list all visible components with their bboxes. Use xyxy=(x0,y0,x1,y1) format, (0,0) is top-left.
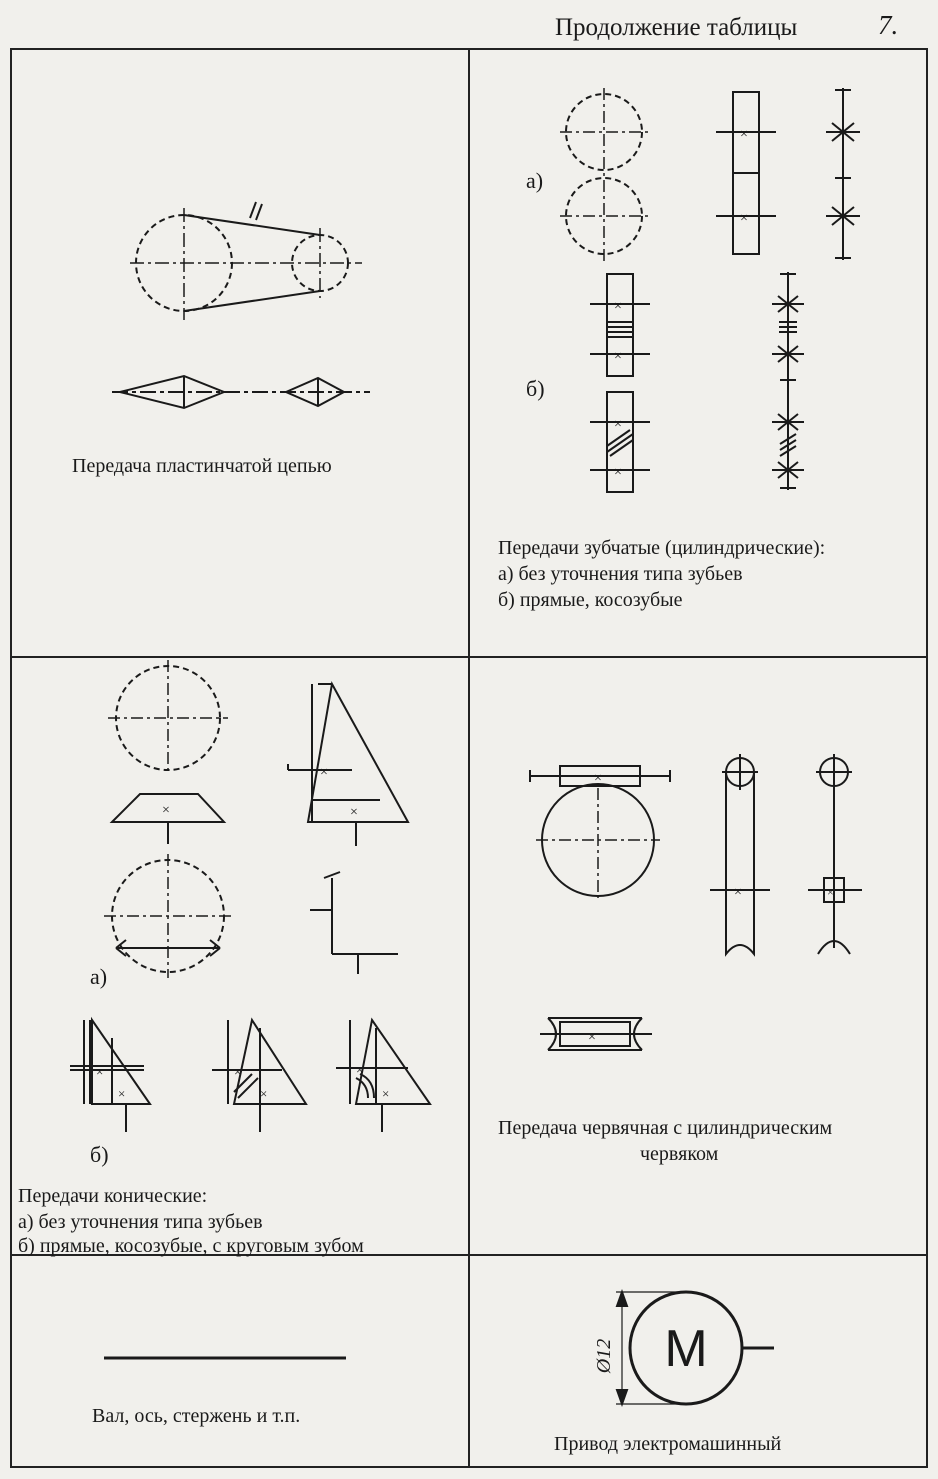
cell-spur-gears: × × × × × xyxy=(470,50,926,656)
cell-shaft: Вал, ось, стержень и т.п. xyxy=(12,1256,468,1466)
svg-text:×: × xyxy=(734,885,742,900)
cell-plate-chain: Передача пластинчатой цепью xyxy=(12,50,468,656)
svg-text:×: × xyxy=(740,127,748,142)
worm-caption-line-1: Передача червячная с цилиндрическим xyxy=(498,1117,833,1139)
svg-text:×: × xyxy=(594,771,602,786)
spur-caption-line-1: Передачи зубчатые (цилиндрические): xyxy=(498,537,826,559)
column-divider xyxy=(468,50,470,1466)
bevel-caption-line-1: Передачи конические: xyxy=(18,1185,208,1207)
svg-text:×: × xyxy=(614,465,622,480)
shaft-caption: Вал, ось, стержень и т.п. xyxy=(92,1405,301,1427)
spur-caption-line-2: а) без уточнения типа зубьев xyxy=(498,563,743,585)
svg-text:×: × xyxy=(614,349,622,364)
spur-caption-line-3: б) прямые, косозубые xyxy=(498,589,683,611)
motor-drawing: М Ø12 xyxy=(593,1289,774,1407)
page-title: Продолжение таблицы xyxy=(555,14,798,41)
worm-caption-line-2: червяком xyxy=(640,1143,719,1165)
plate-chain-caption: Передача пластинчатой цепью xyxy=(72,455,332,477)
row-divider-1 xyxy=(12,656,926,658)
svg-text:×: × xyxy=(382,1086,389,1101)
svg-text:×: × xyxy=(162,803,170,818)
svg-text:×: × xyxy=(320,765,328,780)
svg-text:×: × xyxy=(350,805,358,820)
motor-caption: Привод электромашинный xyxy=(554,1433,782,1455)
bevel-label-b: б) xyxy=(90,1142,109,1167)
bevel-gears-drawing: × × × xyxy=(70,660,432,1132)
svg-text:×: × xyxy=(96,1064,103,1079)
symbols-table: Передача пластинчатой цепью × × xyxy=(10,48,928,1468)
spur-label-a: а) xyxy=(526,168,544,193)
svg-text:×: × xyxy=(118,1086,125,1101)
bevel-label-a: а) xyxy=(90,964,108,989)
bevel-caption-line-3: б) прямые, косозубые, с круговым зубом xyxy=(18,1235,364,1257)
motor-dimension: Ø12 xyxy=(593,1339,615,1374)
svg-text:×: × xyxy=(356,1062,363,1077)
worm-gear-drawing: × × × × xyxy=(529,754,862,1051)
cell-motor: М Ø12 Привод электромашинный xyxy=(470,1256,926,1466)
cell-bevel-gears: × × × xyxy=(12,658,468,1257)
cell-worm-gear: × × × × Передача червячная с цили xyxy=(470,658,926,1254)
spur-gears-drawing: × × × × × xyxy=(560,88,860,493)
svg-text:×: × xyxy=(614,299,622,314)
svg-text:×: × xyxy=(827,885,834,899)
page-number: 7. xyxy=(878,10,899,40)
svg-text:×: × xyxy=(234,1064,241,1079)
bevel-caption-line-2: а) без уточнения типа зубьев xyxy=(18,1211,263,1233)
spur-label-b: б) xyxy=(526,376,545,401)
row-divider-2 xyxy=(12,1254,926,1256)
svg-text:×: × xyxy=(588,1030,596,1045)
plate-chain-drawing xyxy=(112,201,370,410)
svg-text:×: × xyxy=(260,1086,267,1101)
shaft-drawing xyxy=(104,1356,346,1360)
motor-letter: М xyxy=(664,1320,707,1378)
svg-text:×: × xyxy=(740,211,748,226)
svg-text:×: × xyxy=(614,417,622,432)
